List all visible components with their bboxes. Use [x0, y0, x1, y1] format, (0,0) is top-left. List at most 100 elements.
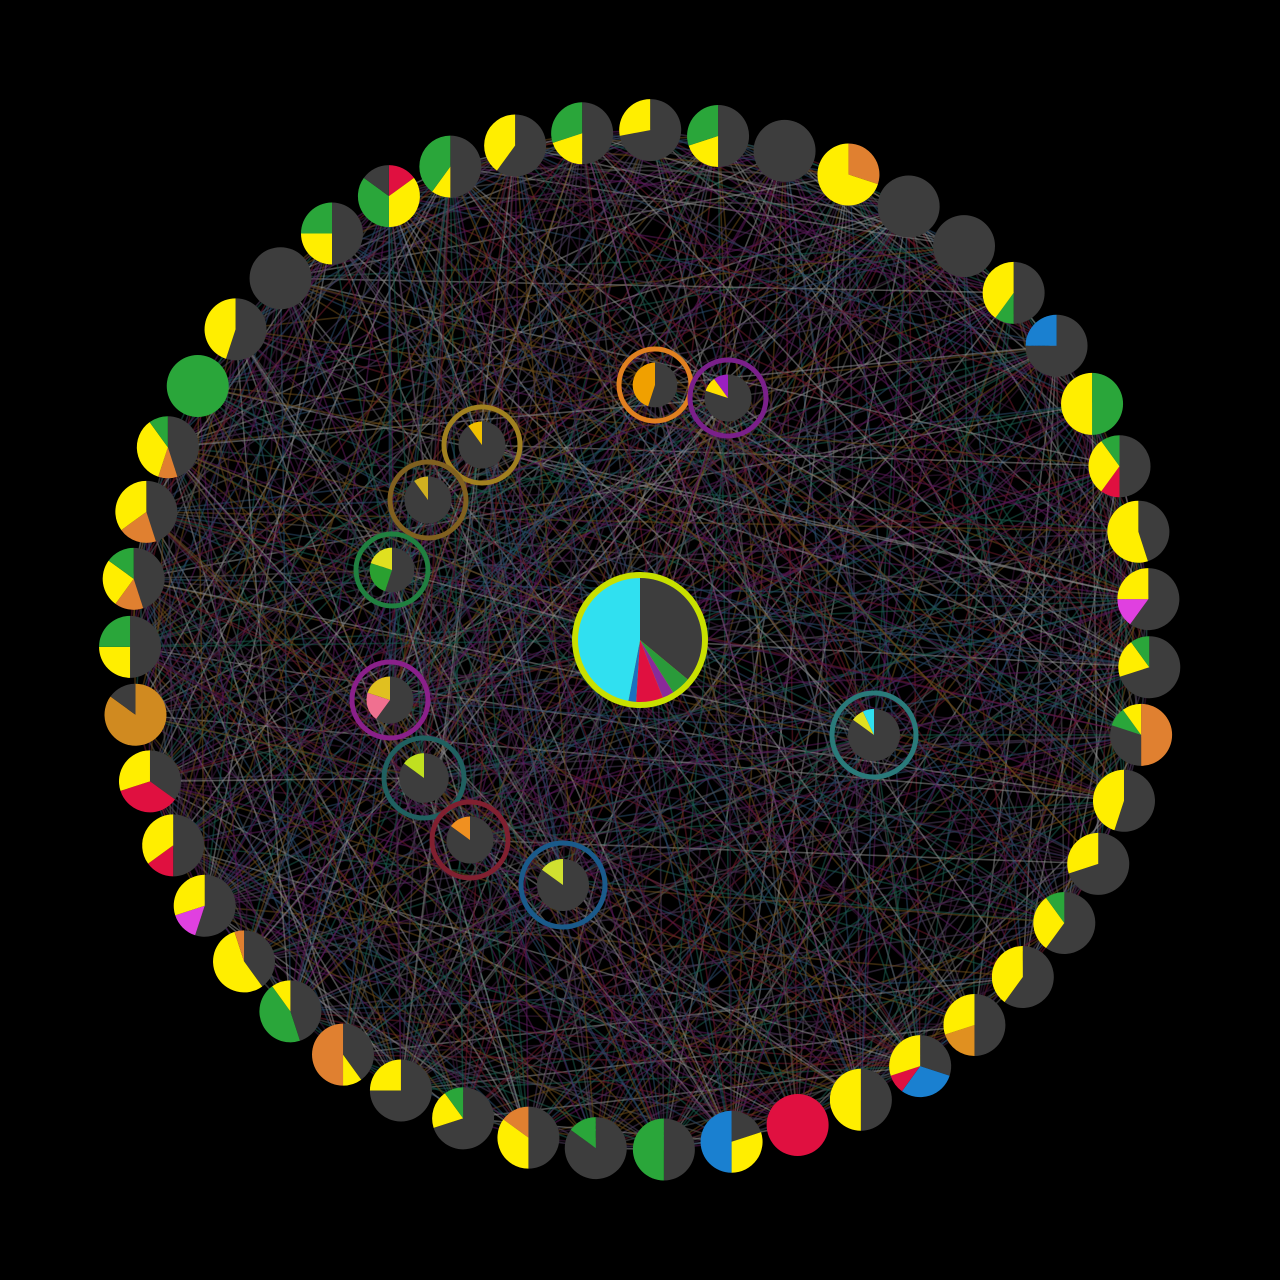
edge-622 [527, 734, 875, 1139]
outer-node-44 [419, 135, 482, 198]
outer-node-4-slice-0 [877, 175, 940, 238]
outer-node-46 [551, 102, 614, 165]
outer-node-25-slice-1 [497, 1119, 529, 1169]
outer-node-1 [687, 105, 750, 168]
outer-node-22-slice-1 [731, 1132, 763, 1173]
edge-818 [235, 328, 429, 501]
edge-868 [581, 132, 729, 399]
outer-node-46-slice-0 [582, 102, 614, 165]
edge-404 [449, 165, 1125, 802]
outer-node-46-slice-1 [552, 133, 583, 165]
edge-156 [730, 245, 965, 1142]
edge-522 [469, 839, 862, 1101]
outer-node-28 [312, 1023, 375, 1086]
edge-396 [135, 713, 1125, 802]
outer-node-30-slice-1 [213, 931, 263, 993]
edge-524 [860, 734, 875, 1100]
outer-node-13-slice-3 [1122, 703, 1142, 735]
edge-525 [639, 639, 862, 1101]
outer-node-5-slice-0 [933, 215, 996, 278]
edge-448 [727, 397, 1065, 924]
edge-219 [581, 132, 1057, 347]
edge-285 [919, 531, 1140, 1067]
edge-249 [514, 144, 1093, 405]
edge-851 [449, 166, 656, 386]
edge-204 [919, 345, 1058, 1067]
outer-node-44-slice-1 [432, 166, 451, 198]
inner-hub-4-slice-0 [385, 547, 415, 593]
inner-hub-1-slice-1 [705, 378, 728, 398]
outer-node-45 [484, 114, 547, 177]
outer-node-42-slice-2 [300, 202, 332, 234]
edge-589 [663, 734, 875, 1150]
edge-832 [331, 144, 516, 235]
outer-node-16-slice-0 [1046, 891, 1096, 954]
edge-190 [280, 277, 1014, 294]
outer-node-6-slice-0 [1013, 261, 1045, 324]
outer-node-31-slice-1 [175, 905, 205, 936]
outer-node-25 [497, 1106, 560, 1169]
edge-891 [391, 569, 471, 841]
outer-node-19 [889, 1035, 952, 1098]
outer-node-35-slice-2 [99, 615, 131, 647]
edge-406 [727, 397, 1125, 802]
inner-hub-ring-8 [518, 840, 608, 930]
outer-node-26-slice-1 [432, 1093, 464, 1128]
edge-857 [449, 166, 564, 886]
inner-hub-7 [446, 816, 494, 864]
edge-541 [481, 444, 799, 1126]
outer-node-36-slice-2 [102, 560, 134, 604]
edge-311 [663, 598, 1149, 1150]
edge-382 [391, 569, 1142, 736]
edge-778 [133, 578, 875, 736]
edge-839 [388, 132, 583, 197]
edge-115 [389, 174, 850, 701]
center-hub-pie-slice-3 [636, 640, 663, 702]
edge-79 [167, 150, 785, 448]
edge-695 [243, 839, 471, 963]
outer-node-33-slice-0 [149, 750, 181, 800]
edge-583 [663, 397, 729, 1150]
outer-node-16-slice-2 [1046, 891, 1065, 923]
outer-node-45-slice-1 [484, 114, 516, 171]
outer-node-1-slice-0 [718, 105, 750, 168]
outer-node-22-slice-2 [700, 1110, 732, 1173]
edge-784 [146, 384, 656, 513]
edge-252 [562, 403, 1093, 886]
inner-hub-9 [847, 708, 901, 762]
edge-830 [279, 277, 564, 886]
edge-834 [331, 233, 429, 501]
outer-node-16-slice-1 [1033, 897, 1065, 949]
edge-808 [197, 385, 483, 446]
inner-hub-6 [399, 753, 449, 803]
outer-node-28-slice-1 [343, 1054, 362, 1086]
outer-node-27-slice-0 [369, 1059, 432, 1122]
outer-node-0 [619, 99, 682, 162]
center-hub-pie-slice-1 [640, 640, 688, 693]
edge-237 [860, 403, 1093, 1100]
outer-node-23-slice-1 [632, 1118, 664, 1181]
edge-121 [907, 206, 1066, 924]
outer-node-9-slice-1 [1101, 466, 1120, 498]
edge-88 [847, 173, 1015, 294]
outer-node-38-slice-1 [158, 447, 178, 479]
edge-876 [423, 384, 656, 779]
edge-300 [427, 499, 1139, 533]
edge-509 [639, 639, 921, 1067]
edge-340 [290, 666, 1150, 1013]
outer-node-28-slice-2 [312, 1023, 344, 1086]
outer-node-25-slice-2 [503, 1106, 529, 1138]
outer-node-8-slice-1 [1061, 372, 1093, 435]
edge-293 [146, 511, 1139, 533]
edge-655 [400, 734, 875, 1092]
edge-373 [235, 328, 1142, 736]
edge-720 [172, 278, 282, 846]
inner-hub-5-slice-1 [366, 692, 390, 720]
edge-697 [243, 734, 875, 963]
outer-node-16 [1033, 891, 1096, 954]
outer-node-17-slice-0 [1004, 945, 1054, 1008]
outer-node-39-slice-0 [166, 355, 229, 418]
inner-hub-4 [369, 547, 415, 593]
edge-726 [172, 397, 729, 847]
edge-378 [581, 132, 1142, 736]
